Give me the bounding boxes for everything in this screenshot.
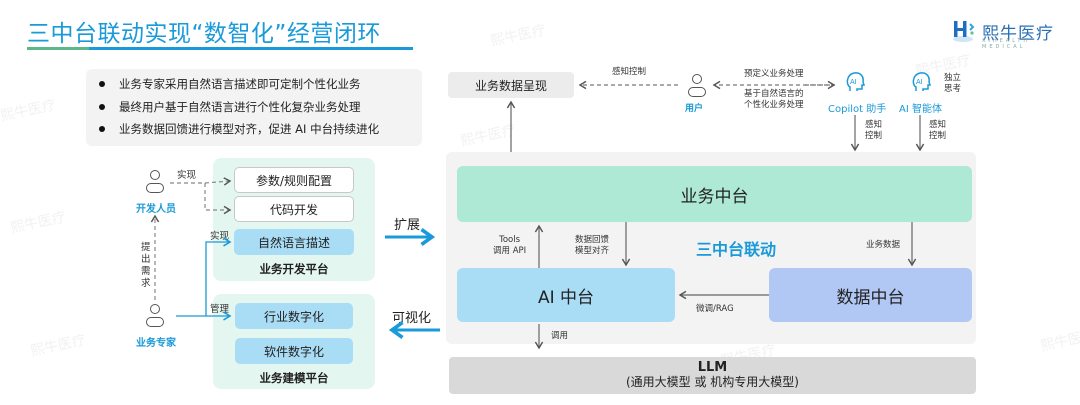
dev-platform: 参数/规则配置 代码开发 自然语言描述 业务开发平台: [213, 158, 375, 281]
business-data-presentation: 业务数据呈现: [448, 72, 574, 98]
key-point: 最终用户基于自然语言进行个性化复杂业务处理: [86, 96, 422, 119]
logo-subtitle: XIHEALTH MEDICAL: [982, 38, 1031, 50]
business-data-label: 业务数据: [866, 240, 901, 250]
developer-label: 开发人员: [136, 204, 176, 215]
manage-label: 管理: [210, 304, 230, 315]
modeling-platform: 行业数字化 软件数字化 业务建模平台: [213, 294, 375, 389]
implement-blue-arrow: [205, 237, 232, 316]
invoke-label: 调用: [551, 331, 569, 341]
key-point-text: 业务数据回馈进行模型对齐，促进 AI 中台持续进化: [119, 122, 380, 137]
expand-label: 扩展: [394, 218, 421, 233]
ai-middle-platform: AI 中台: [457, 268, 675, 322]
industry-digitalization: 行业数字化: [235, 303, 353, 329]
logo-mark-icon: [952, 18, 976, 44]
expert-person-icon: [146, 304, 164, 330]
title-underline-accent: [27, 47, 89, 50]
nl-personal-process-label: 基于自然语言的 个性化业务处理: [744, 89, 804, 110]
title-underline: [27, 47, 413, 50]
key-points-panel: 业务专家采用自然语言描述即可定制个性化业务 最终用户基于自然语言进行个性化复杂业…: [86, 69, 422, 146]
sense-control-label: 感知控制: [612, 67, 647, 77]
user-label: 用户: [685, 104, 704, 114]
llm-title: LLM: [697, 360, 728, 375]
expert-label: 业务专家: [136, 338, 176, 349]
llm-layer: LLM (通用大模型 或 机构专用大模型): [449, 357, 976, 394]
copilot-ai-head-icon: AI: [845, 71, 866, 93]
key-point: 业务专家采用自然语言描述即可定制个性化业务: [86, 73, 422, 96]
request-label: 提出需求: [141, 242, 151, 289]
natural-language-description: 自然语言描述: [234, 229, 354, 255]
svg-text:AI: AI: [850, 79, 857, 86]
implement-label: 实现: [210, 231, 230, 242]
implement-arrow: [170, 182, 232, 215]
sense-control-label: 感知 控制: [865, 120, 883, 141]
svg-text:AI: AI: [916, 79, 923, 86]
company-logo: 熙牛医疗 XIHEALTH MEDICAL: [952, 16, 1054, 50]
code-development: 代码开发: [234, 196, 354, 222]
modeling-platform-label: 业务建模平台: [259, 371, 329, 385]
agent-label: AI 智能体: [899, 104, 942, 115]
copilot-label: Copilot 助手: [828, 104, 887, 115]
implement-label: 实现: [177, 170, 197, 181]
key-point-text: 最终用户基于自然语言进行个性化复杂业务处理: [119, 99, 361, 114]
user-person-icon: [688, 74, 706, 100]
bullet-icon: [99, 126, 105, 133]
llm-subtitle: (通用大模型 或 机构专用大模型): [626, 375, 799, 389]
dev-platform-label: 业务开发平台: [259, 262, 329, 276]
business-middle-platform: 业务中台: [457, 166, 972, 222]
tools-api-label: Tools 调用 API: [493, 235, 527, 256]
sense-control-label: 感知 控制: [929, 120, 947, 141]
page-title: 三中台联动实现“数智化”经营闭环: [27, 21, 381, 47]
finetune-rag-label: 微调/RAG: [696, 304, 734, 314]
software-digitalization: 软件数字化: [235, 338, 353, 364]
bullet-icon: [99, 81, 105, 88]
data-middle-platform: 数据中台: [769, 268, 972, 322]
param-rule-config: 参数/规则配置: [234, 167, 354, 193]
data-feedback-label: 数据回馈 模型对齐: [575, 235, 610, 256]
key-point-text: 业务专家采用自然语言描述即可定制个性化业务: [119, 77, 361, 92]
agent-ai-head-icon: AI: [911, 71, 932, 93]
independent-thinking-label: 独立 思考: [944, 73, 962, 94]
logo-text: 熙牛医疗: [982, 23, 1054, 44]
predefined-process-label: 预定义业务处理: [744, 69, 804, 79]
bullet-icon: [99, 103, 105, 110]
three-platform-linkage-label: 三中台联动: [696, 240, 777, 259]
implement-arrow: [204, 177, 232, 186]
developer-person-icon: [146, 170, 164, 196]
key-point: 业务数据回馈进行模型对齐，促进 AI 中台持续进化: [86, 118, 422, 141]
